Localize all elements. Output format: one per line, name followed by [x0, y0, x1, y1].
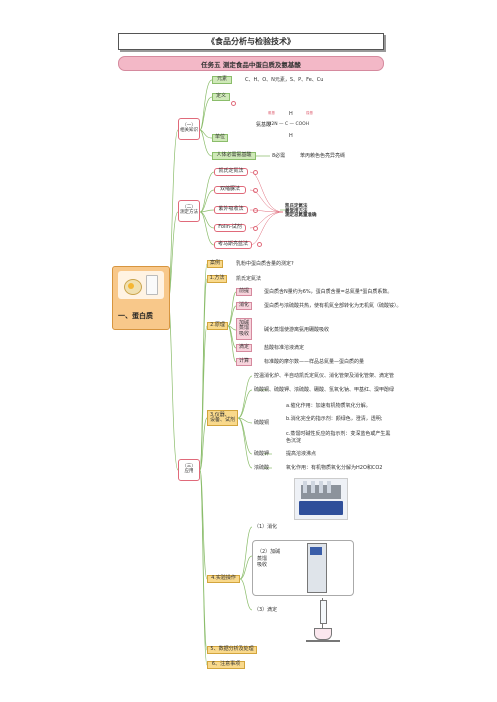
marker-circle [253, 188, 258, 193]
title-banner: 《食品分析与检验技术》 [118, 33, 384, 50]
digestion-furnace-image [294, 478, 348, 520]
titration-stand-image [302, 598, 342, 642]
step-titration: （3）滴定 [254, 607, 278, 613]
kjeldahl-note: 凯氏定氮法 最常用方法 测定总氮量准确 [285, 203, 317, 219]
node-definition[interactable]: 定义 [212, 93, 230, 101]
method-text: 凯氏定氮法 [236, 276, 262, 282]
principle-digestion[interactable]: 消化 [236, 302, 252, 310]
distiller-panel [310, 547, 322, 555]
principle-titration-text: 盐酸标准溶液滴定 [264, 345, 305, 351]
principle-premise-text: 蛋白质含N量约为6%，蛋白质含量=总氮量*蛋白质系数。 [264, 289, 393, 295]
milk-glass-shape [146, 275, 158, 295]
page-title: 《食品分析与检验技术》 [207, 37, 295, 46]
node-operation[interactable]: 4.实验操作 [207, 575, 240, 583]
cuso4-item-c: c.蒸馏时碱性反应的指示剂：变深蓝色或产生黑 色沉淀 [286, 431, 391, 444]
elements-text: C、H、O、N元素，S、P、Fe、Cu [245, 77, 324, 83]
method-folin[interactable]: Folin-试剂 [214, 224, 246, 232]
step-digestion: （1）消化 [254, 524, 278, 530]
marker-circle [257, 242, 262, 247]
h2so4-text: 氧化作用：有机物质氧化分解为H2O和CO2 [286, 465, 383, 471]
marker-circle [253, 170, 258, 175]
marker-circle [231, 101, 236, 106]
cuso4-label: 硫酸铜 [254, 420, 270, 426]
node-unit[interactable]: 单位 [212, 134, 228, 142]
principle-calculation[interactable]: 计算 [236, 358, 252, 366]
page-subtitle: 任务五 测定食品中蛋白质及氨基酸 [201, 60, 301, 69]
principle-distillation[interactable]: 加碱 蒸馏 吸收 [236, 318, 252, 340]
node-data-analysis[interactable]: 5、数据分析及处理 [207, 646, 257, 654]
node-notes[interactable]: 6、注意事项 [207, 661, 245, 669]
distiller-image [307, 543, 327, 593]
step-distillation-box[interactable]: （2）加碱 蒸馏 吸收 [252, 540, 354, 596]
marker-circle [253, 208, 258, 213]
section-methods[interactable]: （二） 测定方法 [178, 200, 200, 222]
k2so4-text: 提高溶液沸点 [286, 451, 317, 457]
node-method[interactable]: 1.方法 [207, 275, 227, 283]
method-uv[interactable]: 紫外吸收法 [214, 206, 248, 214]
method-biuret[interactable]: 双缩脲法 [214, 186, 246, 194]
formula-top: H [289, 111, 293, 117]
marker-circle [253, 226, 258, 231]
principle-distillation-text: 碱化蒸馏使游离氨用硼酸吸收 [264, 327, 330, 333]
formula-side-left: 氨基 [268, 111, 275, 115]
cuso4-item-a: a.催化作用：加速有机物质氧化分解。 [286, 403, 371, 409]
k2so4-label: 硫酸钾 [254, 451, 270, 457]
section-application[interactable]: （三） 应用 [178, 459, 200, 481]
principle-digestion-text: 蛋白质与浓硫酸共热，使有机氮全部转化为无机氮（硫酸铵）。 [264, 303, 402, 309]
formula-bottom: H [289, 133, 293, 139]
node-principle[interactable]: 2.原理 [207, 322, 228, 330]
method-coomassie[interactable]: 考马斯亮蓝法 [214, 241, 252, 249]
h2so4-label: 浓硫酸 [254, 465, 270, 471]
formula-side-right: 羧基 [306, 111, 313, 115]
root-label: 一、蛋白质 [118, 312, 153, 320]
principle-calculation-text: 标准酸的摩尔数——样品总氮量—蛋白质的量 [264, 359, 365, 365]
cuso4-item-b: b.消化完全的指示剂：颜绿色，澄清，透明; [286, 416, 383, 422]
instruments-line1: 控温消化炉、半自动凯氏定氮仪、消化管架及消化管架、滴定管 [254, 373, 395, 379]
node-instruments[interactable]: 3.仪器、 设备、试剂 [207, 410, 238, 426]
section-related-knowledge[interactable]: （一） 相关知识 [178, 118, 200, 140]
formula-middle: H2N — C — COOH [268, 122, 310, 127]
instruments-line2: 硫酸铜、硫酸钾、浓硫酸、硼酸、氢氧化钠、甲基红、溴甲酚绿 [254, 387, 395, 393]
node-case[interactable]: 案例 [207, 260, 223, 268]
essential-count: 8必需 [272, 153, 286, 159]
amino-acid-label: 氨基酸 [256, 122, 272, 128]
food-image [118, 271, 164, 299]
node-elements[interactable]: 元素 [212, 76, 232, 84]
method-kjeldahl[interactable]: 凯氏定氮法 [214, 168, 248, 176]
subtitle-banner: 任务五 测定食品中蛋白质及氨基酸 [118, 56, 384, 71]
root-node[interactable]: 一、蛋白质 [112, 266, 170, 330]
case-text: 乳粉中蛋白质含量的测定? [236, 261, 294, 267]
egg-shape [128, 283, 134, 289]
essential-text: 苯丙赖色色亮异亮缬 [300, 153, 346, 159]
principle-titration[interactable]: 滴定 [236, 344, 252, 352]
principle-premise[interactable]: 前提 [236, 288, 252, 296]
node-essential-amino-acids[interactable]: 人体必需氨基酸 [212, 152, 256, 160]
step-distillation: （2）加碱 蒸馏 吸收 [257, 549, 281, 568]
